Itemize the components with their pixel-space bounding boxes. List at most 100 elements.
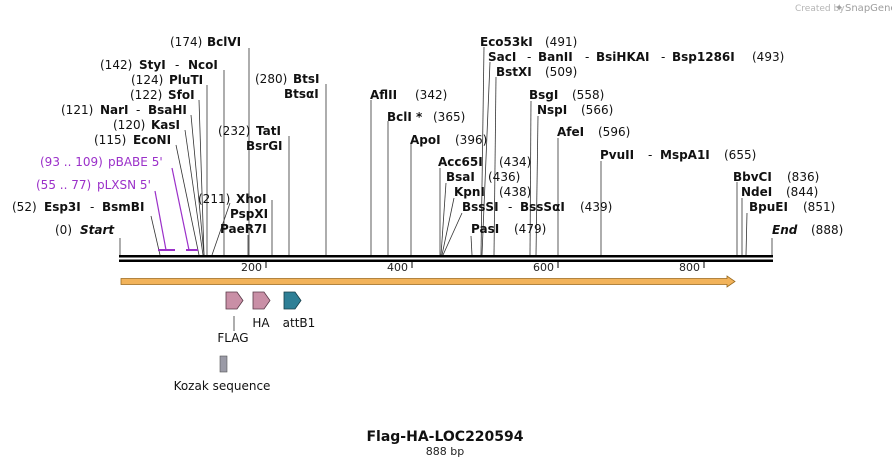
site-btsi-pos: (280): [255, 72, 287, 86]
site-nari-name[interactable]: NarI: [100, 103, 129, 117]
site-bbvci-name[interactable]: BbvCI: [733, 170, 772, 184]
site-bbvci-pos: (836): [787, 170, 819, 184]
site-bclvi-pos: (174): [170, 35, 202, 49]
site-aflii-name[interactable]: AflII: [370, 88, 397, 102]
site-saci-sep3: -: [661, 50, 665, 64]
ruler: [265, 262, 705, 268]
ruler-tick-600: 600: [533, 261, 554, 274]
site-bcli-pos: (365): [433, 110, 465, 124]
site-bstxi-pos: (509): [545, 65, 577, 79]
primer-mark-plxsn[interactable]: [158, 249, 175, 251]
site-bsssai-name[interactable]: BssSαI: [520, 200, 565, 214]
feature-ha-arrow[interactable]: [252, 291, 271, 310]
site-bsahi-name[interactable]: BsaHI: [148, 103, 187, 117]
site-saci-sep1: -: [527, 50, 531, 64]
ruler-tick-400: 400: [387, 261, 408, 274]
site-afei-pos: (596): [598, 125, 630, 139]
site-xhoi-pos: (211): [198, 192, 230, 206]
brand-name: SnapGene: [845, 3, 892, 14]
site-styi-sep: -: [175, 58, 179, 72]
site-nari-pos: (121): [61, 103, 93, 117]
site-bpuei-name[interactable]: BpuEI: [749, 200, 788, 214]
feature-attb1-arrow[interactable]: [283, 291, 302, 310]
site-econi-name[interactable]: EcoNI: [133, 133, 171, 147]
site-ncoi-name[interactable]: NcoI: [188, 58, 218, 72]
site-bsrgi-name[interactable]: BsrGI: [246, 139, 283, 153]
site-bsihkai-name[interactable]: BsiHKAI: [596, 50, 650, 64]
site-kasi-name[interactable]: KasI: [151, 118, 180, 132]
site-xhoi-name[interactable]: XhoI: [236, 192, 267, 206]
map-title: Flag-HA-LOC220594: [366, 429, 523, 445]
site-pspxi-name[interactable]: PspXI: [230, 207, 268, 221]
site-esp3i-name[interactable]: Esp3I: [44, 200, 81, 214]
site-nspi-pos: (566): [581, 103, 613, 117]
feature-kozak-box[interactable]: [219, 355, 228, 373]
site-tati-name[interactable]: TatI: [256, 124, 281, 138]
site-banii-name[interactable]: BanII: [538, 50, 573, 64]
primer-plxsn-range: (55 .. 77): [36, 178, 91, 192]
site-pvuii-sep: -: [648, 148, 652, 162]
site-ndei-name[interactable]: NdeI: [741, 185, 772, 199]
site-kpni-name[interactable]: KpnI: [454, 185, 485, 199]
site-styi-pos: (142): [100, 58, 132, 72]
site-bsgi-name[interactable]: BsgI: [529, 88, 558, 102]
backbone-bottom-strand: [119, 259, 773, 262]
site-styi-name[interactable]: StyI: [139, 58, 166, 72]
primer-pbabe-name[interactable]: pBABE 5': [108, 155, 163, 169]
site-nspi-name[interactable]: NspI: [537, 103, 567, 117]
site-saci-name[interactable]: SacI: [488, 50, 516, 64]
site-bsp1286i-name[interactable]: Bsp1286I: [672, 50, 735, 64]
backbone-top-strand: [119, 255, 773, 258]
primer-mark-pbabe[interactable]: [186, 249, 198, 251]
feature-attb1-label: attB1: [283, 316, 316, 330]
site-bsssi-name[interactable]: BssSI: [462, 200, 499, 214]
site-pasi-name[interactable]: PasI: [471, 222, 499, 236]
site-esp3i-pos: (52): [12, 200, 37, 214]
site-bclvi-name[interactable]: BclVI: [207, 35, 241, 49]
site-saci-sep2: -: [585, 50, 589, 64]
ruler-tick-800: 800: [679, 261, 700, 274]
site-pluti-pos: (124): [131, 73, 163, 87]
site-nari-sep: -: [136, 103, 140, 117]
site-bstxi-name[interactable]: BstXI: [496, 65, 532, 79]
site-apoi-name[interactable]: ApoI: [410, 133, 441, 147]
orf-arrow[interactable]: [120, 275, 736, 288]
site-bsssi-sep: -: [508, 200, 512, 214]
site-acc65i-pos: (434): [499, 155, 531, 169]
site-paer7i-name[interactable]: PaeR7I: [220, 222, 267, 236]
site-aflii-pos: (342): [415, 88, 447, 102]
start-position: (0): [55, 223, 72, 237]
site-bsai-name[interactable]: BsaI: [446, 170, 475, 184]
site-btsai-name[interactable]: BtsαI: [284, 87, 319, 101]
primer-pbabe-range: (93 .. 109): [40, 155, 103, 169]
feature-kozak-label: Kozak sequence: [174, 379, 271, 393]
site-ndei-pos: (844): [786, 185, 818, 199]
site-pasi-pos: (479): [514, 222, 546, 236]
site-bsai-pos: (436): [488, 170, 520, 184]
site-afei-name[interactable]: AfeI: [557, 125, 584, 139]
site-acc65i-name[interactable]: Acc65I: [438, 155, 483, 169]
site-pvuii-name[interactable]: PvuII: [600, 148, 634, 162]
site-pluti-name[interactable]: PluTI: [169, 73, 203, 87]
snapgene-logo-icon: ✦: [835, 3, 843, 14]
site-bpuei-pos: (851): [803, 200, 835, 214]
site-apoi-pos: (396): [455, 133, 487, 147]
ruler-tick-200: 200: [241, 261, 262, 274]
site-esp3i-sep: -: [90, 200, 94, 214]
feature-flag-label: FLAG: [217, 331, 248, 345]
site-kpni-pos: (438): [499, 185, 531, 199]
feature-ha-label: HA: [252, 316, 270, 330]
site-bsmbi-name[interactable]: BsmBI: [102, 200, 144, 214]
start-label: Start: [80, 223, 115, 237]
created-by-text: Created by: [795, 4, 845, 14]
site-sfoi-name[interactable]: SfoI: [168, 88, 195, 102]
site-econi-pos: (115): [94, 133, 126, 147]
site-saci-pos: (493): [752, 50, 784, 64]
site-eco53ki-name[interactable]: Eco53kI: [480, 35, 533, 49]
feature-flag-arrow[interactable]: [225, 291, 244, 310]
site-btsi-name[interactable]: BtsI: [293, 72, 320, 86]
site-bcli-name[interactable]: BclI *: [387, 110, 423, 124]
primer-plxsn-name[interactable]: pLXSN 5': [97, 178, 151, 192]
site-mspa1i-name[interactable]: MspA1I: [660, 148, 710, 162]
